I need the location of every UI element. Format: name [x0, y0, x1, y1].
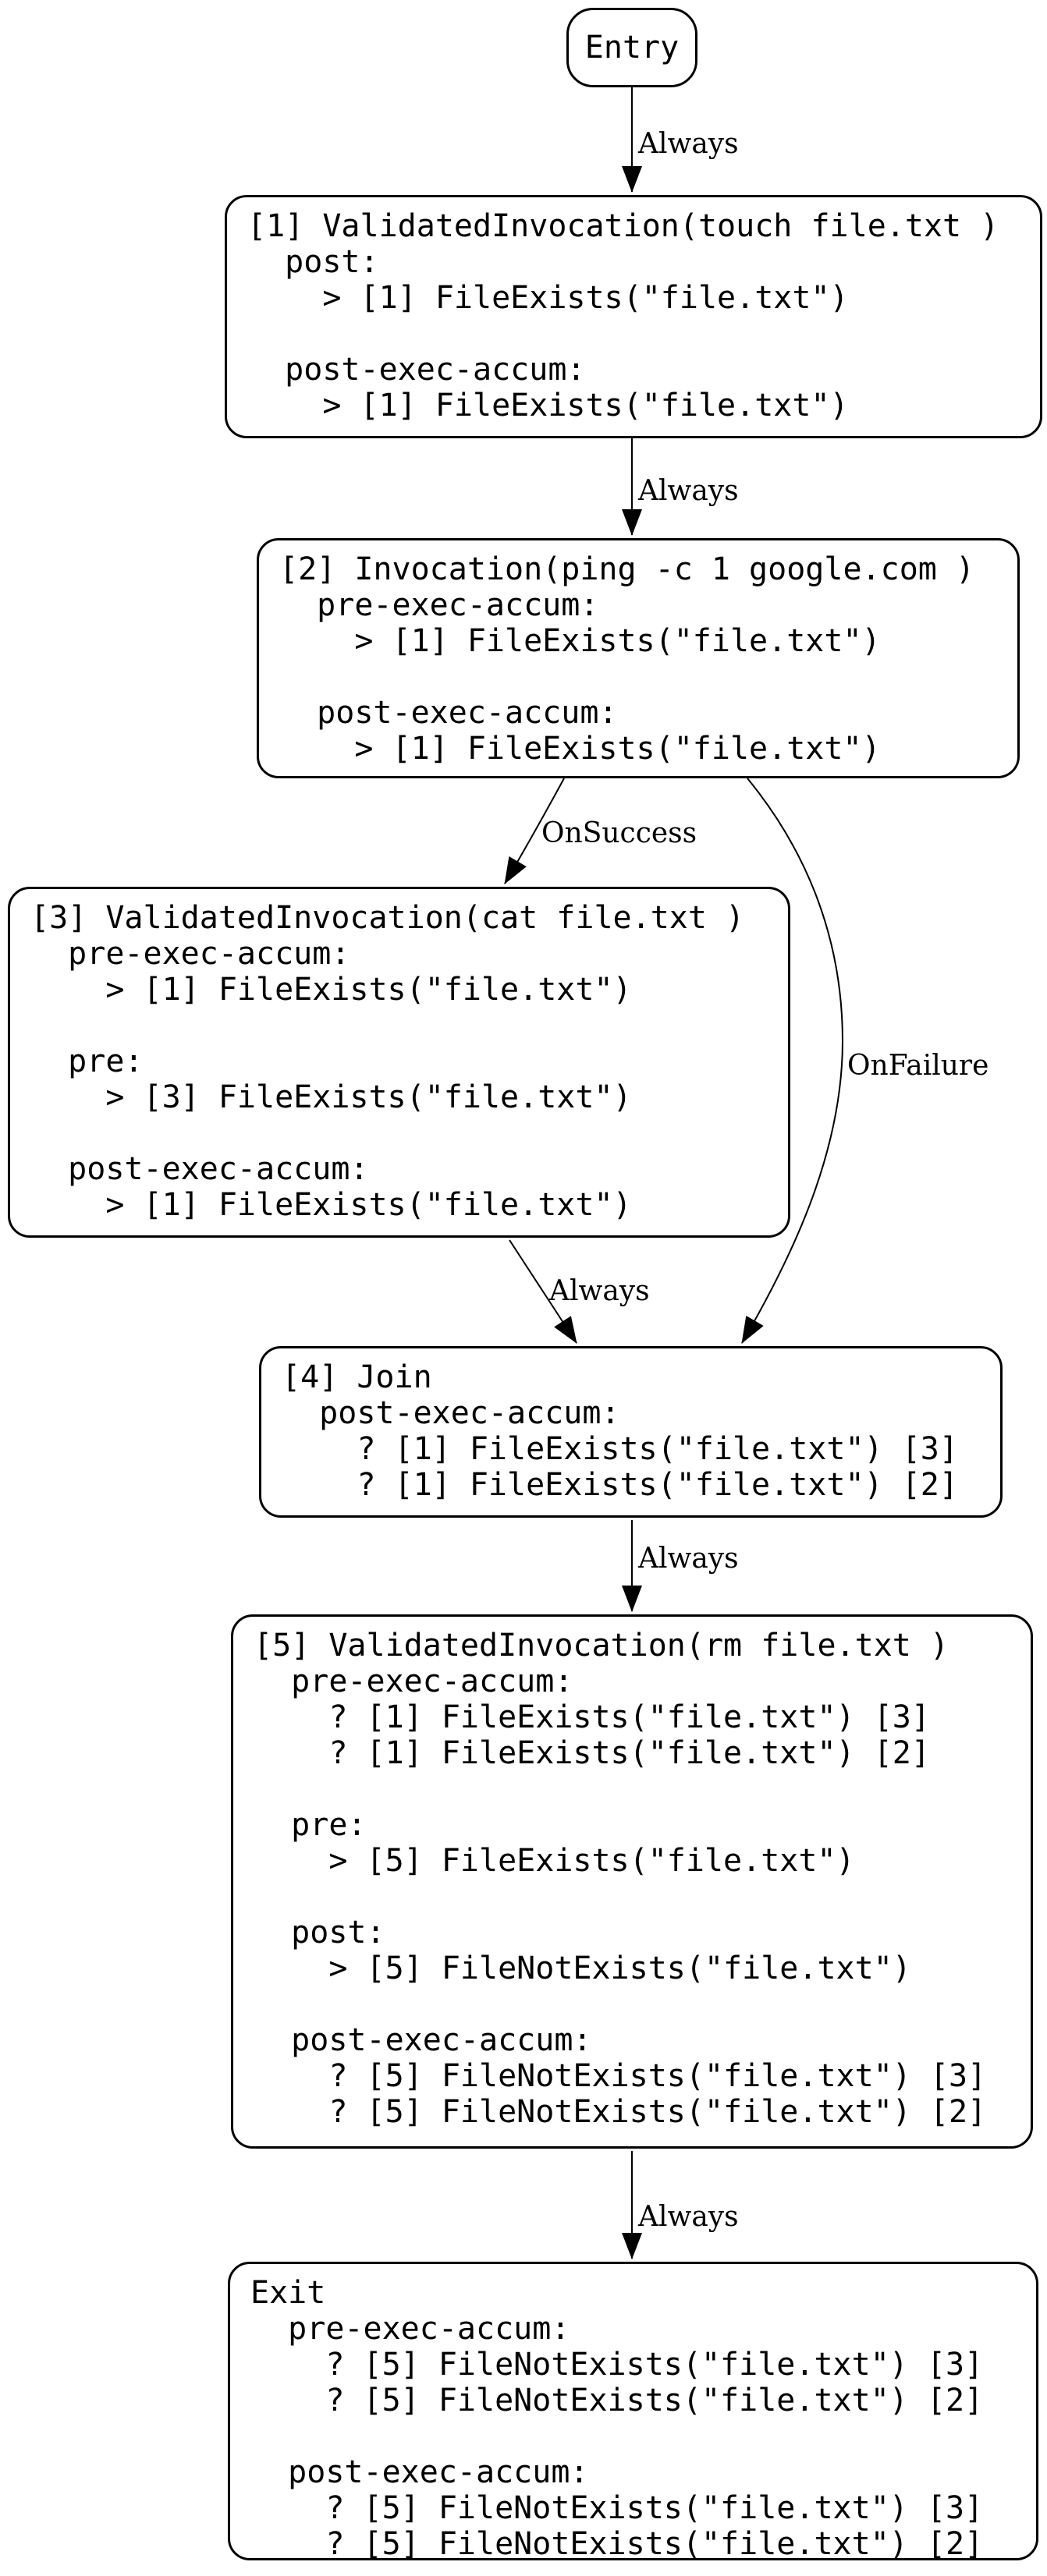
node-3-text: [3] ValidatedInvocation(cat file.txt ) p… — [30, 900, 745, 1223]
node-entry-label: Entry — [584, 30, 680, 66]
edge-label-3-to-4-always: Always — [548, 1275, 650, 1307]
edge-label-5-to-exit: Always — [637, 2201, 739, 2233]
edge-2-to-4-on-failure — [741, 778, 844, 1344]
edge-label-entry-to-1: Always — [637, 128, 739, 160]
node-2-invocation-ping: [2] Invocation(ping -c 1 google.com ) pr… — [257, 538, 1020, 778]
node-entry: Entry — [566, 8, 697, 87]
node-exit-text: Exit pre-exec-accum: ? [5] FileNotExists… — [250, 2275, 984, 2560]
node-3-validated-invocation-cat: [3] ValidatedInvocation(cat file.txt ) p… — [8, 887, 790, 1238]
edge-label-on-success: OnSuccess — [541, 817, 697, 849]
edge-3-to-4-always — [509, 1239, 577, 1344]
node-5-validated-invocation-rm: [5] ValidatedInvocation(rm file.txt ) pr… — [231, 1614, 1033, 2149]
edge-label-on-failure: OnFailure — [847, 1050, 988, 1082]
edge-label-1-to-2: Always — [637, 475, 739, 507]
node-2-text: [2] Invocation(ping -c 1 google.com ) pr… — [279, 551, 975, 767]
node-5-text: [5] ValidatedInvocation(rm file.txt ) pr… — [254, 1628, 987, 2130]
node-1-validated-invocation-touch: [1] ValidatedInvocation(touch file.txt )… — [225, 195, 1042, 438]
edge-label-4-to-5: Always — [637, 1543, 739, 1575]
node-1-text: [1] ValidatedInvocation(touch file.txt )… — [247, 208, 999, 423]
edge-2-to-3-on-success — [504, 778, 565, 884]
node-4-join: [4] Join post-exec-accum: ? [1] FileExis… — [259, 1346, 1003, 1518]
node-4-text: [4] Join post-exec-accum: ? [1] FileExis… — [282, 1359, 958, 1503]
node-exit: Exit pre-exec-accum: ? [5] FileNotExists… — [228, 2262, 1038, 2560]
